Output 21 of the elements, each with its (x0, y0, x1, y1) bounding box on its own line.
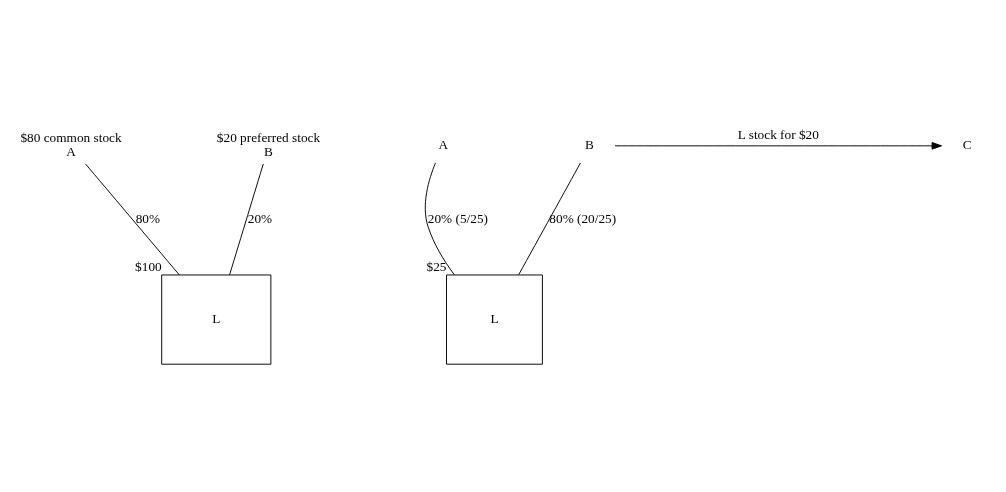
edge-label: L stock for $20 (737, 127, 819, 143)
node-text: A (66, 144, 76, 160)
arrow (614, 142, 943, 150)
connector (229, 163, 264, 276)
node-text: B (264, 144, 273, 160)
node-box: L (161, 274, 272, 365)
connector (424, 162, 455, 276)
node-label: $100 (135, 259, 162, 275)
node-label: $20 preferred stock (216, 130, 321, 146)
node-text: C (962, 137, 972, 153)
connector (518, 162, 581, 276)
edge-label: 20% (5/25) (427, 210, 488, 226)
node-label: $25 (426, 259, 447, 275)
node-box: L (446, 274, 543, 365)
edge-label: 80% (135, 210, 161, 226)
connector (85, 163, 180, 276)
edge-label: 80% (20/25) (549, 210, 617, 226)
node-label: $80 common stock (20, 130, 122, 146)
node-text: A (438, 137, 448, 153)
edge-label: 20% (247, 210, 273, 226)
node-text: B (584, 137, 594, 153)
